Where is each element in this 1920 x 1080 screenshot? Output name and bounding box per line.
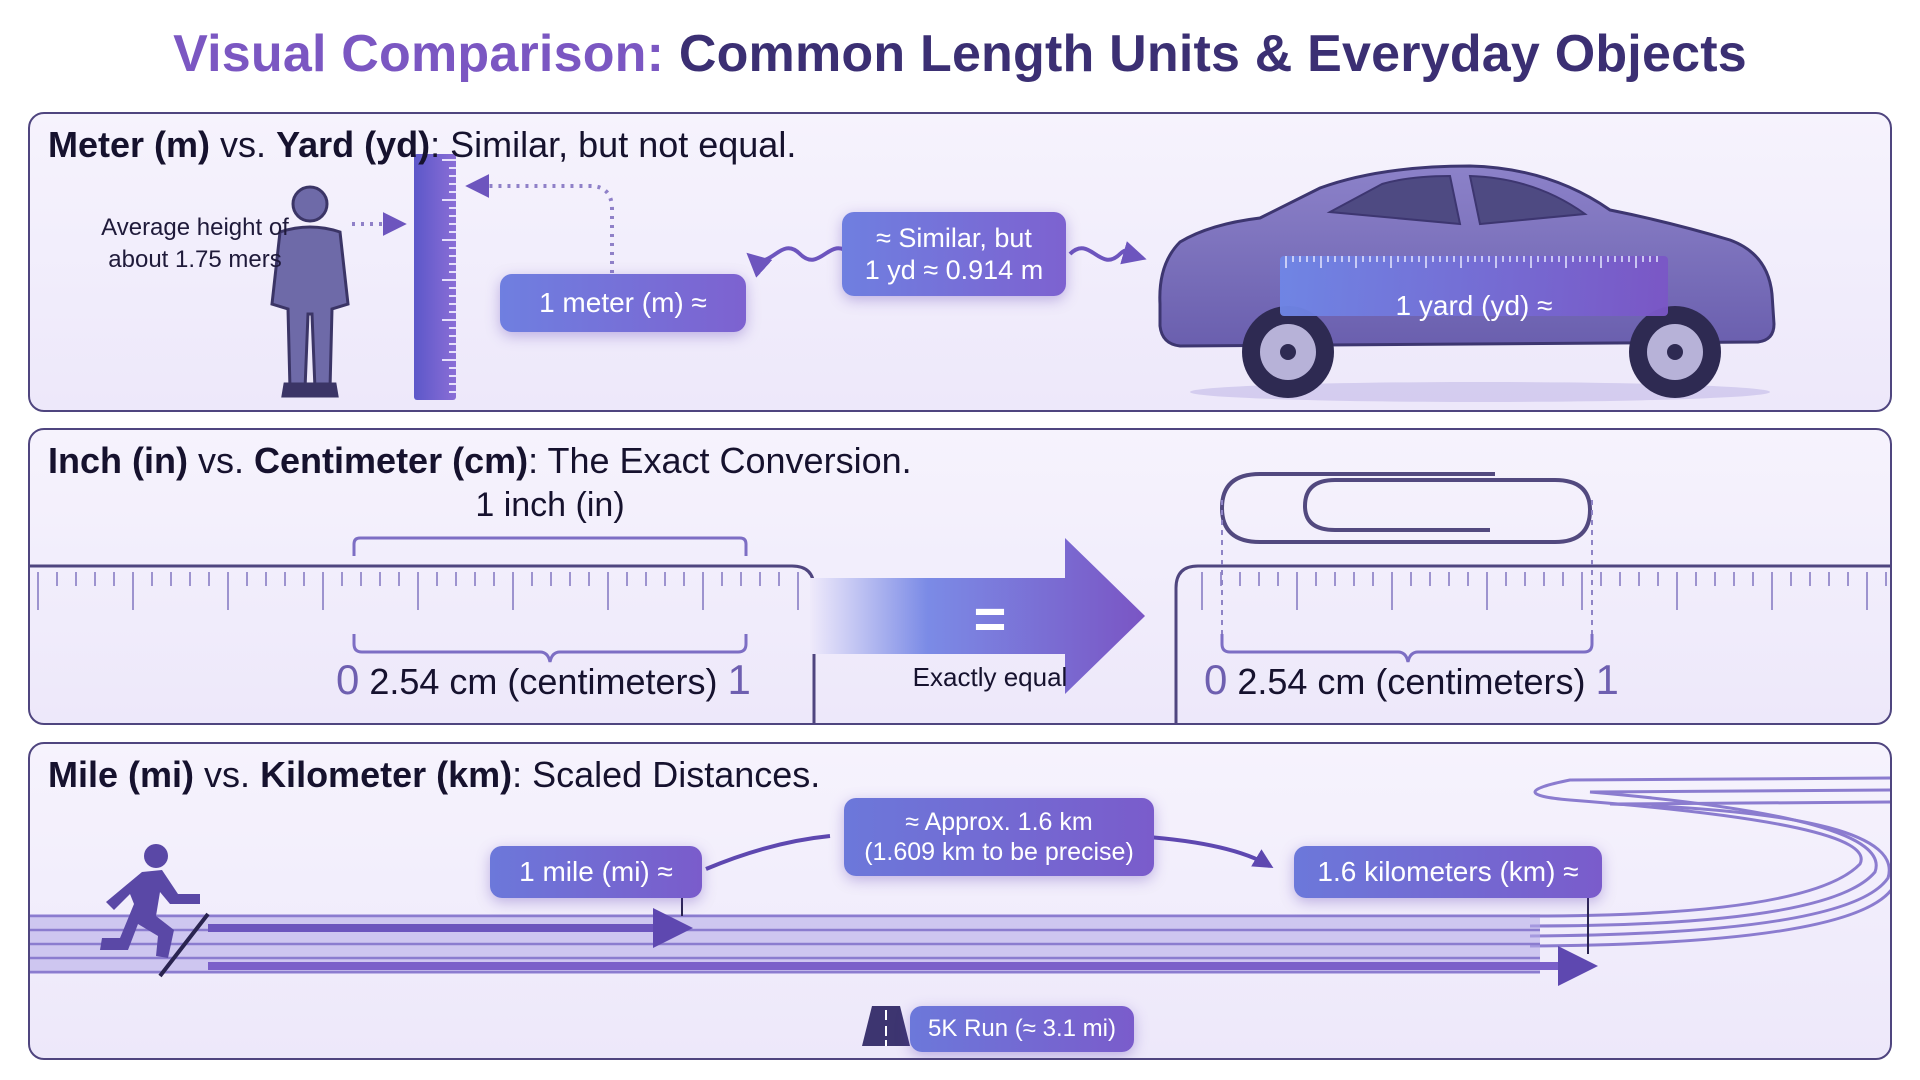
similar-line-1: ≈ Similar, but <box>876 222 1032 253</box>
curved-track <box>1529 776 1890 948</box>
left-cm-scale-label: 0 2.54 cm (centimeters) 1 <box>336 656 751 704</box>
yard-ruler-bar <box>1280 256 1668 316</box>
heading-tagline-3: : Scaled Distances. <box>512 754 821 795</box>
heading-vs-2: vs. <box>198 440 245 481</box>
heading-term-centimeter: Centimeter (cm) <box>254 440 529 481</box>
approx-line-2: (1.609 km to be precise) <box>864 838 1134 866</box>
approx-line-1: ≈ Approx. 1.6 km <box>905 808 1093 836</box>
person-height-caption: Average height of about 1.75 mers <box>60 212 330 277</box>
heading-vs: vs. <box>220 124 267 165</box>
exactly-equal-arrow <box>810 538 1145 694</box>
road-icon <box>862 1006 910 1046</box>
left-scale-start: 0 <box>336 656 360 703</box>
title-accent: Visual Comparison: <box>173 25 665 83</box>
equals-symbol: = <box>973 587 1007 650</box>
heading-term-yard: Yard (yd) <box>276 124 431 165</box>
right-scale-end: 1 <box>1595 656 1619 703</box>
meter-label-pill: 1 meter (m) ≈ <box>500 274 746 332</box>
runner-icon <box>100 844 200 958</box>
mile-label-pill: 1 mile (mi) ≈ <box>490 846 702 898</box>
mile-to-approx-curve <box>705 834 831 871</box>
right-scale-text: 2.54 cm (centimeters) <box>1237 661 1586 702</box>
mile-label: 1 mile (mi) ≈ <box>519 856 673 888</box>
approx-to-km-curve <box>1133 834 1274 869</box>
inch-cm-heading: Inch (in) vs. Centimeter (cm): The Exact… <box>48 440 912 482</box>
meter-yard-illustration <box>270 154 1776 402</box>
panel-mile-vs-kilometer: Mile (mi) vs. Kilometer (km): Scaled Dis… <box>28 742 1892 1060</box>
meter-to-ruler-arrow <box>465 174 614 282</box>
heading-term-kilometer: Kilometer (km) <box>260 754 513 795</box>
panel-meter-vs-yard: Meter (m) vs. Yard (yd): Similar, but no… <box>28 112 1892 412</box>
inch-cm-illustration <box>30 472 1890 723</box>
person-icon <box>270 185 350 398</box>
heading-term-meter: Meter (m) <box>48 124 211 165</box>
paperclip-icon <box>1219 472 1593 544</box>
right-scale-start: 0 <box>1204 656 1228 703</box>
left-cm-brace <box>352 634 748 663</box>
title-rest: Common Length Units & Everyday Objects <box>678 25 1747 83</box>
meter-label: 1 meter (m) ≈ <box>539 287 707 319</box>
inch-label: 1 inch (in) <box>475 486 625 524</box>
left-scale-text: 2.54 cm (centimeters) <box>369 661 718 702</box>
person-caption-line-2: about 1.75 mers <box>108 246 282 274</box>
mile-km-illustration <box>30 776 1890 1046</box>
right-cm-scale-label: 0 2.54 cm (centimeters) 1 <box>1204 656 1619 704</box>
paperclip-guides <box>1221 500 1593 634</box>
right-ruler <box>1174 564 1890 723</box>
page-title: Visual Comparison: Common Length Units &… <box>0 24 1920 84</box>
similar-note-pill: ≈ Similar, but 1 yd ≈ 0.914 m <box>842 212 1066 296</box>
person-caption-line-1: Average height of <box>101 214 289 241</box>
panel-inch-vs-centimeter: Inch (in) vs. Centimeter (cm): The Exact… <box>28 428 1892 725</box>
approx-note-pill: ≈ Approx. 1.6 km (1.609 km to be precise… <box>844 798 1154 876</box>
run-label-pill: 5K Run (≈ 3.1 mi) <box>910 1006 1134 1052</box>
similar-to-yard-arrow <box>1068 241 1147 265</box>
inch-bracket <box>352 536 748 556</box>
vertical-ruler-icon <box>414 154 456 400</box>
heading-term-inch: Inch (in) <box>48 440 188 481</box>
mile-km-heading: Mile (mi) vs. Kilometer (km): Scaled Dis… <box>48 754 820 796</box>
yard-label: 1 yard (yd) ≈ <box>1395 290 1553 321</box>
exactly-equal-caption: Exactly equal <box>912 662 1068 692</box>
similar-line-2: 1 yd ≈ 0.914 m <box>864 255 1044 285</box>
heading-term-mile: Mile (mi) <box>48 754 195 795</box>
similar-to-meter-arrow <box>746 246 852 278</box>
heading-tagline: : Similar, but not equal. <box>430 124 797 165</box>
run-label: 5K Run (≈ 3.1 mi) <box>928 1014 1116 1042</box>
km-label-pill: 1.6 kilometers (km) ≈ <box>1294 846 1602 898</box>
left-ruler <box>30 564 816 723</box>
meter-yard-heading: Meter (m) vs. Yard (yd): Similar, but no… <box>48 124 796 166</box>
left-scale-end: 1 <box>727 656 751 703</box>
heading-vs-3: vs. <box>204 754 251 795</box>
right-cm-brace <box>1220 634 1594 663</box>
heading-tagline-2: : The Exact Conversion. <box>528 440 912 481</box>
km-label: 1.6 kilometers (km) ≈ <box>1317 856 1579 888</box>
